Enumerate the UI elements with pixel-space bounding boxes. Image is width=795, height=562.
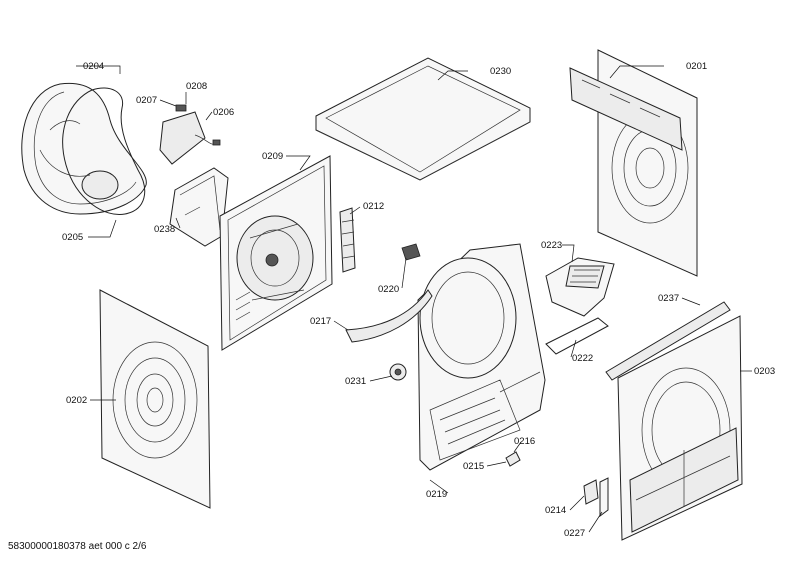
side-panel-rear-part xyxy=(569,49,698,277)
leader-lines xyxy=(76,65,752,533)
label-0216: 0216 xyxy=(514,436,535,447)
sensor-part xyxy=(159,104,221,165)
hinge-strip-part xyxy=(339,207,356,273)
label-0217: 0217 xyxy=(310,316,331,327)
label-0227: 0227 xyxy=(564,528,585,539)
label-0215: 0215 xyxy=(463,461,484,472)
label-0222: 0222 xyxy=(572,353,593,364)
screw-part xyxy=(505,451,521,467)
front-panel-part xyxy=(617,315,743,541)
label-0205: 0205 xyxy=(62,232,83,243)
door-seal-part xyxy=(21,82,147,215)
top-cover-part xyxy=(315,57,531,181)
part-labels: 0204 0207 0208 0206 0209 0230 0201 0205 … xyxy=(62,61,775,539)
label-0230: 0230 xyxy=(490,66,511,77)
switch-part xyxy=(401,243,421,261)
label-0220: 0220 xyxy=(378,284,399,295)
label-0237: 0237 xyxy=(658,293,679,304)
door-lock-part xyxy=(583,477,609,517)
label-0231: 0231 xyxy=(345,376,366,387)
filter-part xyxy=(545,257,615,317)
label-0206: 0206 xyxy=(213,107,234,118)
top-strip-part xyxy=(605,301,731,381)
label-0208: 0208 xyxy=(186,81,207,92)
drawing-code: 58300000180378 aet 000 c 2/6 xyxy=(8,541,147,552)
label-0223: 0223 xyxy=(541,240,562,251)
main-frame-part xyxy=(417,243,546,471)
label-0238: 0238 xyxy=(154,224,175,235)
air-duct-part xyxy=(169,167,229,247)
label-0201: 0201 xyxy=(686,61,707,72)
label-0214: 0214 xyxy=(545,505,566,516)
curved-bracket-part xyxy=(345,289,433,343)
label-0203: 0203 xyxy=(754,366,775,377)
filter-seal-part xyxy=(545,317,609,355)
label-0207: 0207 xyxy=(136,95,157,106)
label-0209: 0209 xyxy=(262,151,283,162)
label-0202: 0202 xyxy=(66,395,87,406)
door-gasket-part xyxy=(62,87,146,216)
rear-panel-part xyxy=(219,155,333,351)
knob-part xyxy=(389,363,407,381)
label-0204: 0204 xyxy=(83,61,104,72)
label-0212: 0212 xyxy=(363,201,384,212)
side-panel-left-part xyxy=(99,289,211,509)
label-0219: 0219 xyxy=(426,489,447,500)
